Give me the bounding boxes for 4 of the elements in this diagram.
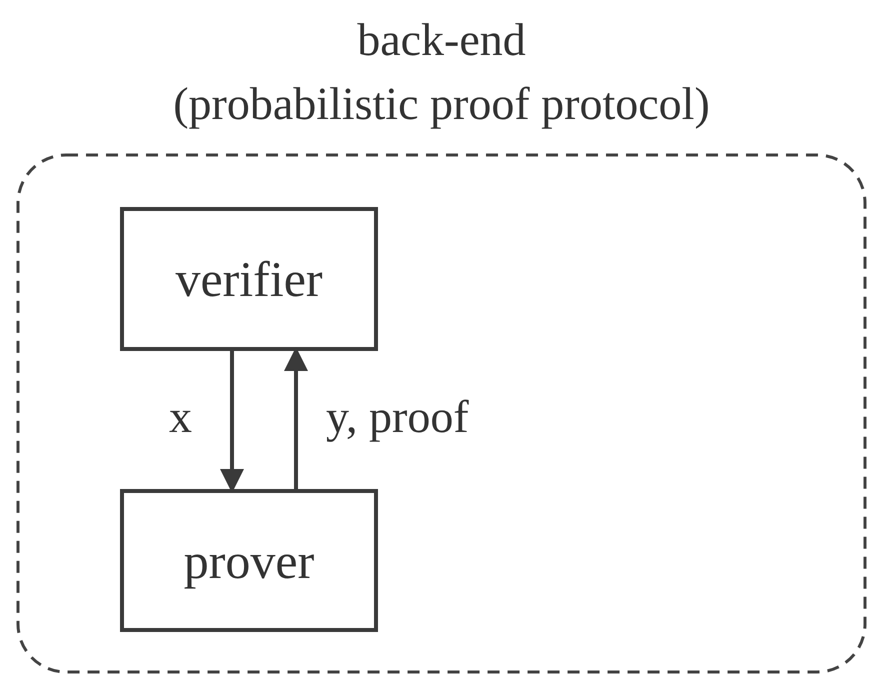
group-heading: (probabilistic proof protocol) (173, 77, 710, 131)
process-box: verifier (120, 207, 378, 351)
group-heading: back-end (357, 13, 526, 67)
process-box: prover (120, 489, 378, 632)
